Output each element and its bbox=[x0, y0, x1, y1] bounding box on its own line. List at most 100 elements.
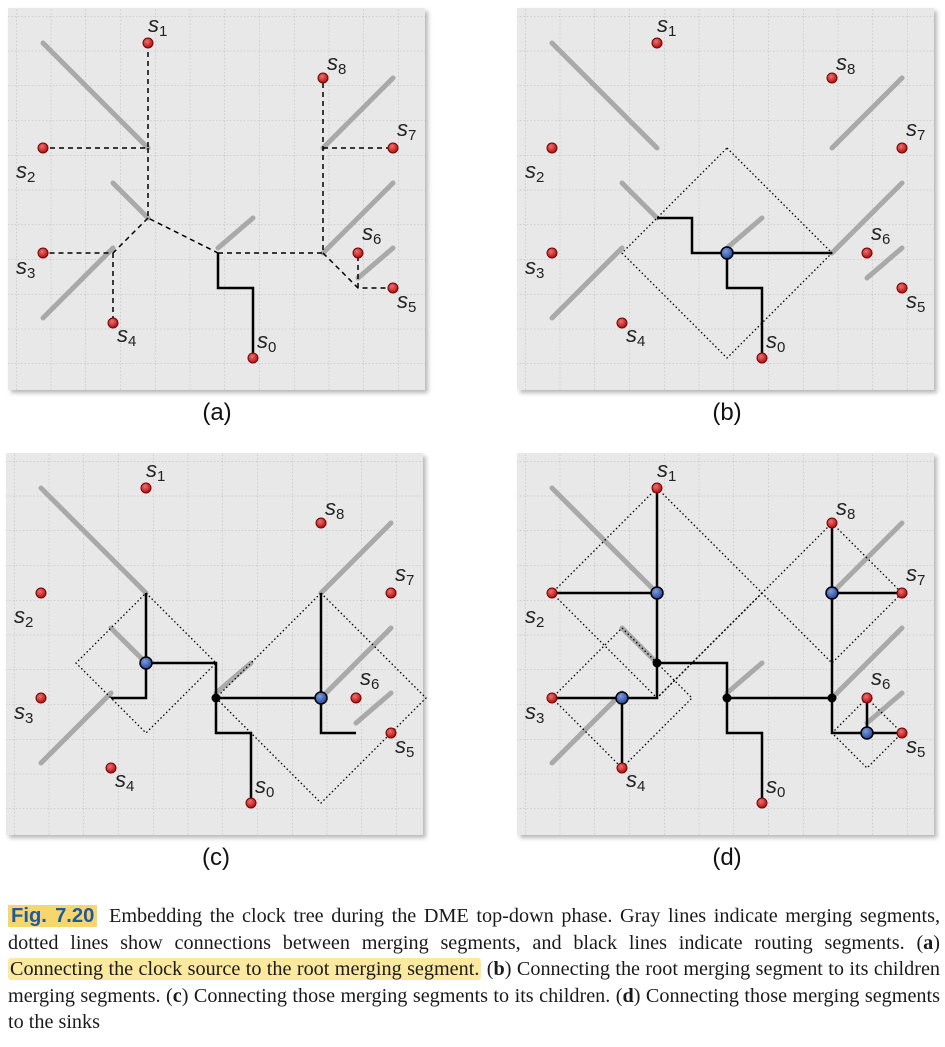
sink-label: s8 bbox=[836, 495, 855, 523]
sink-label: s6 bbox=[360, 665, 379, 693]
routing-segments bbox=[216, 253, 255, 358]
sink-s7 bbox=[896, 587, 908, 599]
figure-label: Fig. 7.20 bbox=[8, 905, 98, 927]
figure-caption: Fig. 7.20 Embedding the clock tree durin… bbox=[8, 905, 941, 1034]
sinks bbox=[37, 37, 399, 364]
sink-label: s1 bbox=[146, 457, 165, 485]
sink-s5 bbox=[896, 727, 908, 739]
sink-s3 bbox=[546, 247, 558, 259]
caption-text: Connecting those merging segments to the… bbox=[8, 984, 940, 1034]
sink-label: s4 bbox=[626, 767, 645, 795]
sink-s2 bbox=[37, 142, 49, 154]
merging-segments bbox=[40, 40, 396, 321]
sink-s0 bbox=[247, 352, 259, 364]
caption-panel-letter: d bbox=[622, 984, 634, 1007]
sink-s0 bbox=[756, 352, 768, 364]
sink-labels: s0 s1 s2 s3 s4 s5 s6 s7 s8 bbox=[16, 12, 416, 356]
sink-s8 bbox=[826, 517, 838, 529]
sink-label: s2 bbox=[525, 158, 544, 186]
sink-s6 bbox=[861, 247, 873, 259]
sink-labels: s0 s1 s2 s3 s4 s5 s6 s7 s8 bbox=[525, 12, 925, 356]
sink-label: s3 bbox=[16, 254, 35, 282]
sink-label: s3 bbox=[14, 699, 33, 727]
sink-label: s5 bbox=[906, 288, 925, 316]
sink-s6 bbox=[352, 247, 364, 259]
steiner-node bbox=[722, 693, 732, 703]
merge-node bbox=[720, 246, 734, 260]
panel-b: s0 s1 s2 s3 s4 s5 s6 s7 s8 (b) bbox=[517, 8, 934, 426]
panel-d: s0 s1 s2 s3 s4 s5 s6 s7 s8 (d) bbox=[517, 453, 934, 871]
sink-label: s3 bbox=[525, 254, 544, 282]
steiner-node bbox=[211, 693, 221, 703]
panel-label: (a) bbox=[202, 399, 231, 426]
caption-text: Connecting the root merging segment to i… bbox=[8, 958, 940, 1007]
sink-s2 bbox=[35, 587, 47, 599]
sink-s3 bbox=[546, 692, 558, 704]
sink-label: s1 bbox=[148, 12, 167, 40]
caption-text: Connecting those merging segments to its… bbox=[193, 984, 611, 1007]
sink-label: s6 bbox=[362, 220, 381, 248]
sink-label: s0 bbox=[257, 328, 276, 356]
merge-node bbox=[825, 586, 839, 600]
caption-panel-letter: a bbox=[923, 931, 934, 954]
sink-label: s5 bbox=[906, 733, 925, 761]
sink-s7 bbox=[896, 142, 908, 154]
sink-s4 bbox=[105, 762, 117, 774]
sink-label: s3 bbox=[525, 699, 544, 727]
sink-labels: s0 s1 s2 s3 s4 s5 s6 s7 s8 bbox=[525, 457, 925, 801]
sink-s4 bbox=[616, 762, 628, 774]
sink-s1 bbox=[651, 482, 663, 494]
merge-node bbox=[860, 726, 874, 740]
sink-label: s5 bbox=[395, 733, 414, 761]
sink-label: s0 bbox=[255, 773, 274, 801]
sink-s3 bbox=[37, 247, 49, 259]
sink-label: s0 bbox=[766, 328, 785, 356]
sink-s4 bbox=[616, 317, 628, 329]
sink-label: s4 bbox=[626, 322, 645, 350]
sink-label: s1 bbox=[657, 12, 676, 40]
sink-s0 bbox=[756, 797, 768, 809]
sink-label: s8 bbox=[836, 50, 855, 78]
panel-a: s0 s1 s2 s3 s4 s5 s6 s7 s8 (a) bbox=[8, 8, 425, 426]
sink-s7 bbox=[385, 587, 397, 599]
merge-node bbox=[314, 691, 328, 705]
caption-panel-letter: c bbox=[172, 984, 182, 1007]
sink-s2 bbox=[546, 587, 558, 599]
sink-label: s8 bbox=[327, 50, 346, 78]
sink-label: s7 bbox=[395, 561, 414, 589]
sink-s1 bbox=[651, 37, 663, 49]
sink-s2 bbox=[546, 142, 558, 154]
sink-s6 bbox=[861, 692, 873, 704]
sink-s8 bbox=[315, 517, 327, 529]
steiner-node bbox=[827, 693, 837, 703]
sink-s5 bbox=[385, 727, 397, 739]
panel-label: (d) bbox=[712, 844, 741, 871]
sinks bbox=[546, 482, 908, 809]
sink-label: s7 bbox=[906, 561, 925, 589]
sink-label: s5 bbox=[397, 288, 416, 316]
sinks bbox=[546, 37, 908, 364]
sink-label: s2 bbox=[14, 603, 33, 631]
routing-segments bbox=[111, 593, 356, 803]
dotted-connections bbox=[621, 147, 833, 359]
sink-s1 bbox=[142, 37, 154, 49]
panel-label: (c) bbox=[202, 844, 230, 871]
merge-node bbox=[615, 691, 629, 705]
merge-nodes bbox=[615, 586, 874, 740]
sink-s5 bbox=[387, 282, 399, 294]
sink-s1 bbox=[140, 482, 152, 494]
caption-panel-letter: b bbox=[493, 958, 505, 981]
caption-highlight: Connecting the clock source to the root … bbox=[8, 958, 482, 981]
sinks bbox=[35, 482, 397, 809]
sink-label: s7 bbox=[397, 116, 416, 144]
merge-node bbox=[650, 586, 664, 600]
sink-s8 bbox=[317, 72, 329, 84]
sink-s6 bbox=[350, 692, 362, 704]
steiner-nodes bbox=[652, 658, 837, 703]
sink-label: s6 bbox=[871, 665, 890, 693]
sink-label: s1 bbox=[657, 457, 676, 485]
sink-s0 bbox=[245, 797, 257, 809]
panel-label: (b) bbox=[712, 399, 741, 426]
routing-segments bbox=[657, 216, 832, 358]
sink-label: s0 bbox=[766, 773, 785, 801]
